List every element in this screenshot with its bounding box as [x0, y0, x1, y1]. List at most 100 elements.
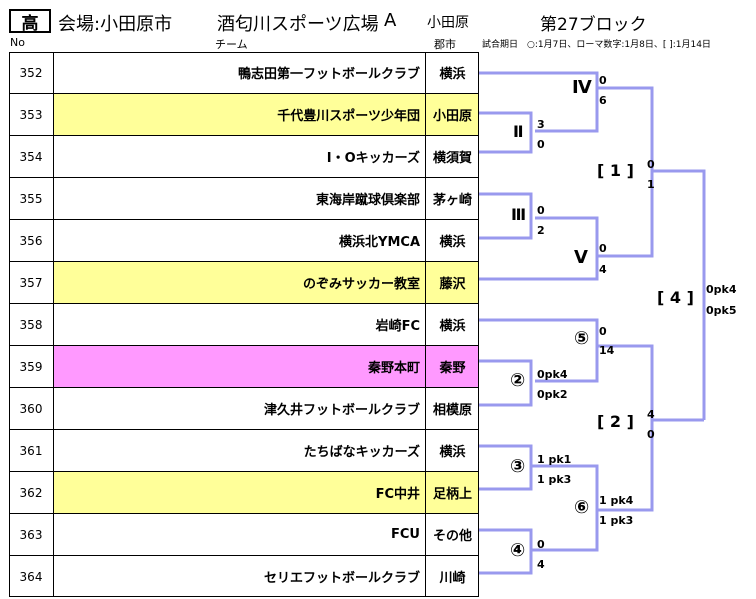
score-bottom: 4 — [537, 558, 545, 571]
team-city: 横浜 — [439, 67, 466, 82]
team-city: 茅ヶ崎 — [432, 193, 472, 208]
team-name: セリエフットボールクラブ — [54, 556, 426, 597]
bracket-line — [479, 318, 599, 383]
table-row: 362 FC中井 足柄上 — [9, 472, 479, 514]
match-label-4: [ 4 ] — [657, 288, 694, 307]
bracket-line — [479, 359, 533, 407]
team-city: 横浜 — [439, 235, 466, 250]
bracket-line — [479, 216, 599, 281]
match-label-circle-4: ④ — [510, 540, 526, 561]
team-city: 川崎 — [439, 571, 466, 586]
score-top: 0 — [599, 74, 607, 87]
table-row: 364 セリエフットボールクラブ 川崎 — [9, 556, 479, 598]
score-bottom: 14 — [599, 344, 615, 357]
team-number: 359 — [9, 346, 54, 387]
score-bottom: 1 pk3 — [599, 514, 634, 527]
match-label-1: [ 1 ] — [597, 161, 634, 180]
venue-label: 会場:小田原市 — [58, 14, 173, 35]
team-number: 358 — [9, 304, 54, 345]
table-row: 355 東海岸蹴球倶楽部 茅ヶ崎 — [9, 178, 479, 220]
score-bottom: 0 — [647, 428, 655, 441]
team-name: 千代豊川スポーツ少年団 — [54, 94, 426, 135]
table-row: 358 岩崎FC 横浜 — [9, 304, 479, 346]
bracket-line — [597, 86, 654, 171]
team-number: 355 — [9, 178, 54, 219]
team-city: 相模原 — [432, 403, 472, 418]
score-top: 0 — [647, 158, 655, 171]
team-number: 360 — [9, 388, 54, 429]
team-name: 岩崎FC — [54, 304, 426, 345]
score-bottom: 6 — [599, 94, 607, 107]
score-top: 1 pk4 — [599, 494, 634, 507]
team-name: 横浜北YMCA — [54, 220, 426, 261]
team-name: 東海岸蹴球倶楽部 — [54, 178, 426, 219]
category-label: 高 — [21, 13, 39, 34]
team-number: 352 — [9, 52, 54, 93]
team-name: 鴨志田第一フットボールクラブ — [54, 52, 426, 93]
block-title: 第27ブロック — [540, 15, 647, 35]
score-bottom: 2 — [537, 224, 545, 237]
table-row: 363 FCU その他 — [9, 514, 479, 556]
col-city-header: 郡市 — [434, 38, 456, 51]
team-number: 362 — [9, 472, 54, 513]
team-name: 秦野本町 — [54, 346, 426, 387]
team-number: 363 — [9, 514, 54, 555]
score-top: 0pk4 — [706, 283, 737, 296]
category-badge: 高 — [9, 9, 51, 34]
venue-city: 小田原 — [427, 15, 469, 31]
match-label-2: [ 2 ] — [597, 412, 634, 431]
table-row: 360 津久井フットボールクラブ 相模原 — [9, 388, 479, 430]
match-label-IV: Ⅳ — [572, 77, 592, 98]
match-label-circle-6: ⑥ — [574, 497, 590, 518]
match-label-circle-3: ③ — [510, 456, 526, 477]
team-number: 354 — [9, 136, 54, 177]
bracket-line — [597, 169, 706, 420]
col-team-header: チーム — [215, 38, 248, 51]
team-name: 津久井フットボールクラブ — [54, 388, 426, 429]
team-number: 357 — [9, 262, 54, 303]
bracket-line — [479, 71, 599, 133]
team-name: たちばなキッカーズ — [54, 430, 426, 471]
score-bottom: 1 — [647, 178, 655, 191]
score-top: 0pk4 — [537, 368, 568, 381]
match-label-III: Ⅲ — [511, 205, 527, 224]
score-top: 0 — [537, 538, 545, 551]
score-top: 4 — [647, 408, 655, 421]
team-city: 小田原 — [426, 94, 479, 135]
team-city: 横浜 — [439, 319, 466, 334]
team-name: FCU — [54, 514, 426, 555]
bracket-line — [479, 111, 533, 154]
table-row: 359 秦野本町 秦野 — [9, 346, 479, 388]
venue-name: 酒匂川スポーツ広場 — [217, 14, 379, 35]
match-label-V: Ⅴ — [574, 247, 588, 268]
match-label-circle-5: ⑤ — [574, 328, 590, 349]
match-label-II: Ⅱ — [513, 122, 524, 141]
team-city: 横須賀 — [432, 151, 472, 166]
score-bottom: 0 — [537, 138, 545, 151]
bracket-line — [479, 192, 533, 240]
team-number: 364 — [9, 556, 54, 597]
team-city: 藤沢 — [426, 262, 479, 303]
team-city: 足柄上 — [426, 472, 479, 513]
team-number: 353 — [9, 94, 54, 135]
table-row: 356 横浜北YMCA 横浜 — [9, 220, 479, 262]
score-top: 0 — [537, 204, 545, 217]
team-name: のぞみサッカー教室 — [54, 262, 426, 303]
score-bottom: 4 — [599, 263, 607, 276]
match-label-circle-2: ② — [510, 370, 526, 391]
team-city: 横浜 — [439, 445, 466, 460]
team-number: 361 — [9, 430, 54, 471]
score-top: 0 — [599, 242, 607, 255]
score-top: 3 — [537, 118, 545, 131]
table-row: 353 千代豊川スポーツ少年団 小田原 — [9, 94, 479, 136]
bracket-line — [597, 344, 704, 422]
score-top: 1 pk1 — [537, 453, 572, 466]
team-table: 352 鴨志田第一フットボールクラブ 横浜 353 千代豊川スポーツ少年団 小田… — [9, 52, 479, 597]
court-label: A — [384, 10, 397, 31]
bracket-line — [531, 464, 599, 552]
score-bottom: 0pk2 — [537, 388, 568, 401]
team-number: 356 — [9, 220, 54, 261]
team-city: その他 — [432, 529, 472, 544]
team-name: I・Oキッカーズ — [54, 136, 426, 177]
